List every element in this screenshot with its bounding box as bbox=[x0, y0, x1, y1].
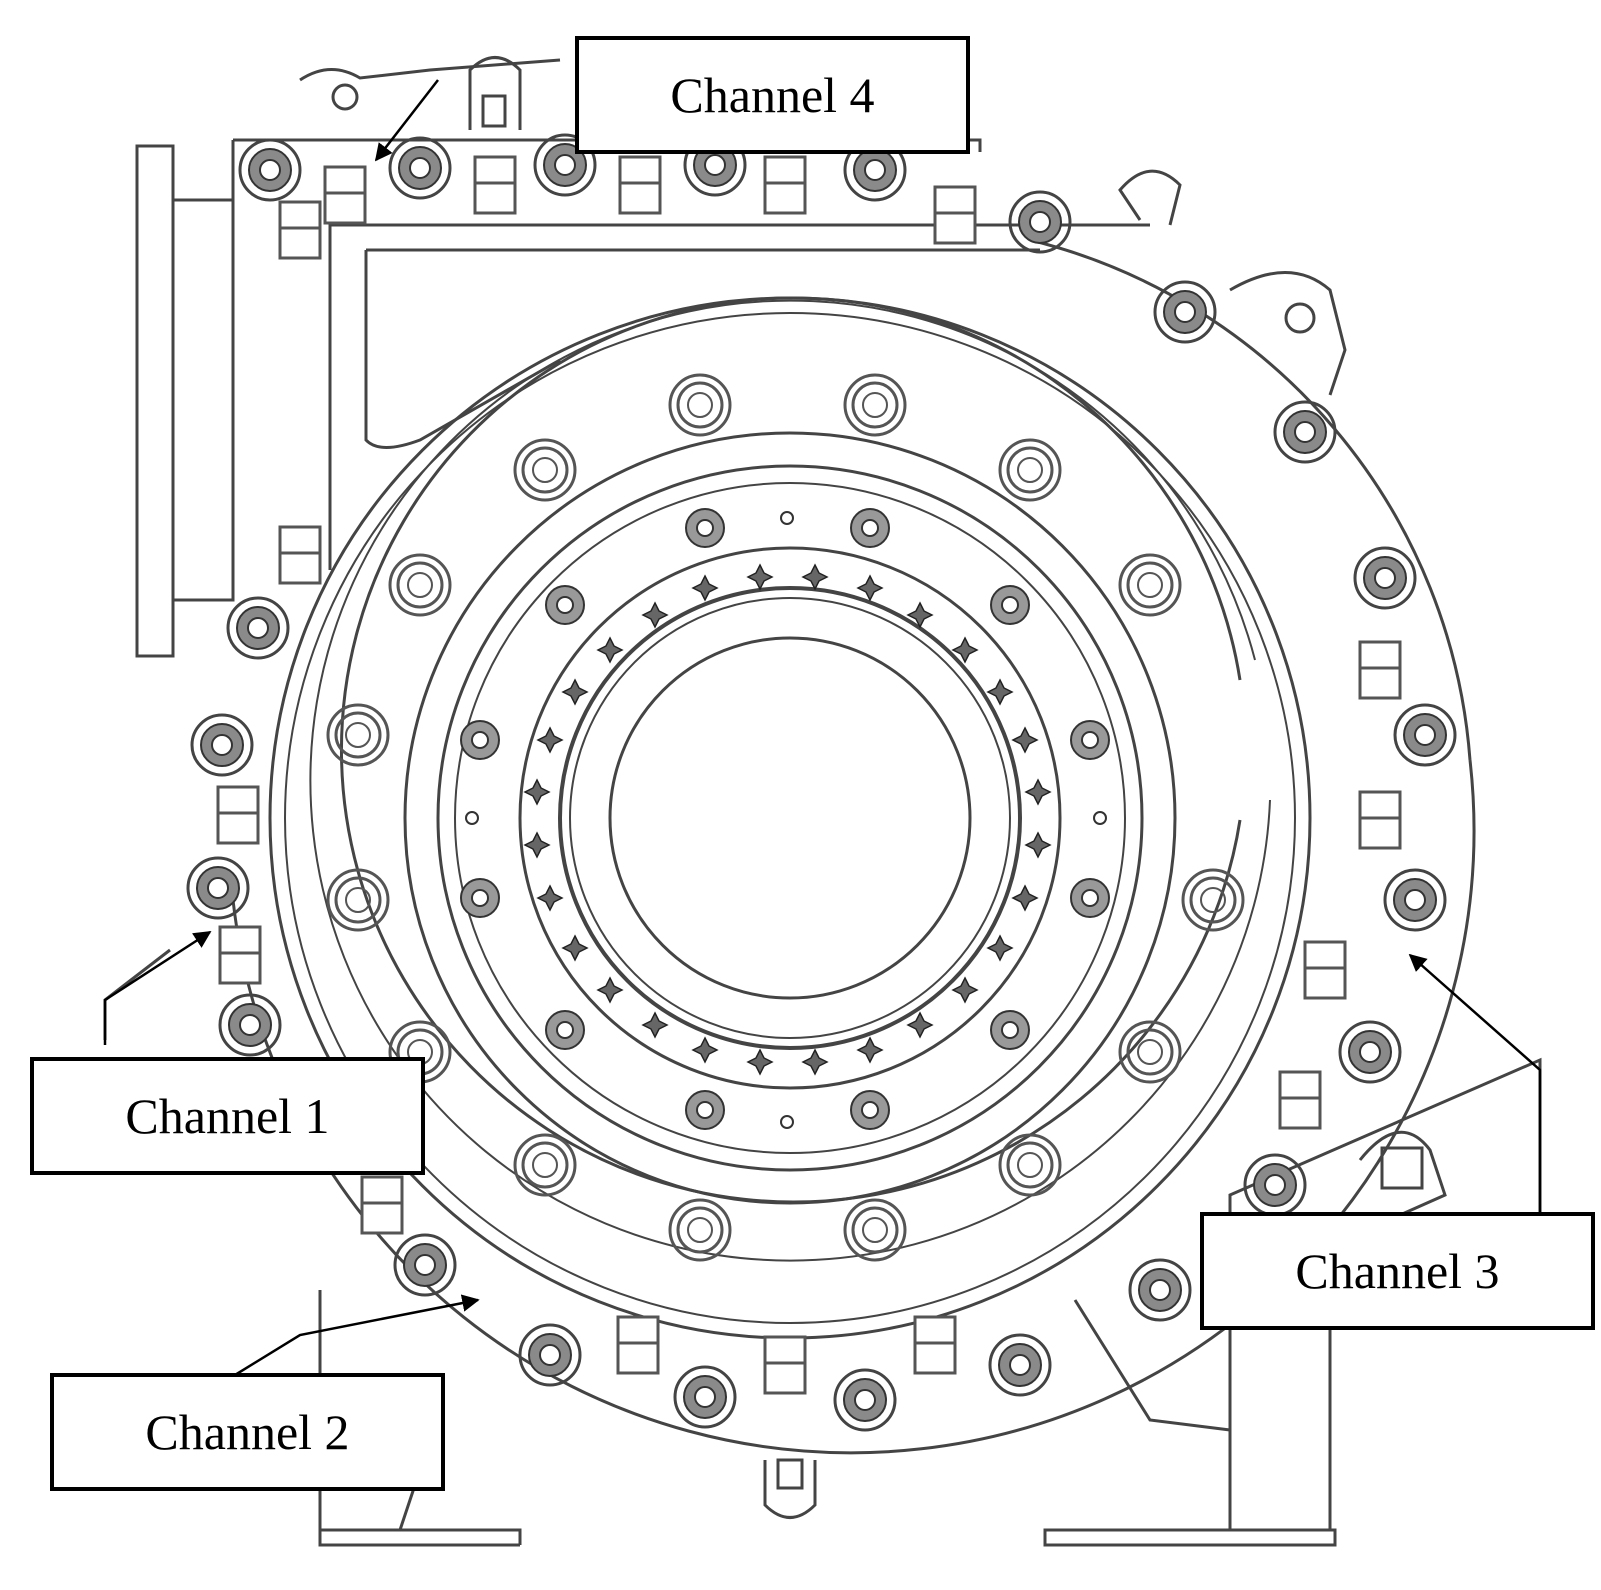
channel-1-arrow bbox=[103, 930, 212, 1045]
callout-lines bbox=[103, 79, 1542, 1377]
channel-4-label: Channel 4 bbox=[575, 36, 970, 154]
channel-2-arrow bbox=[234, 1294, 480, 1377]
channel-2-label: Channel 2 bbox=[50, 1373, 445, 1491]
channel-3-label: Channel 3 bbox=[1200, 1212, 1595, 1330]
slots bbox=[216, 155, 1402, 1395]
inner-bolts bbox=[460, 508, 1110, 1130]
channel-3-arrow bbox=[1408, 953, 1542, 1220]
channel-1-label: Channel 1 bbox=[30, 1057, 425, 1175]
channel-4-arrow bbox=[374, 79, 439, 162]
